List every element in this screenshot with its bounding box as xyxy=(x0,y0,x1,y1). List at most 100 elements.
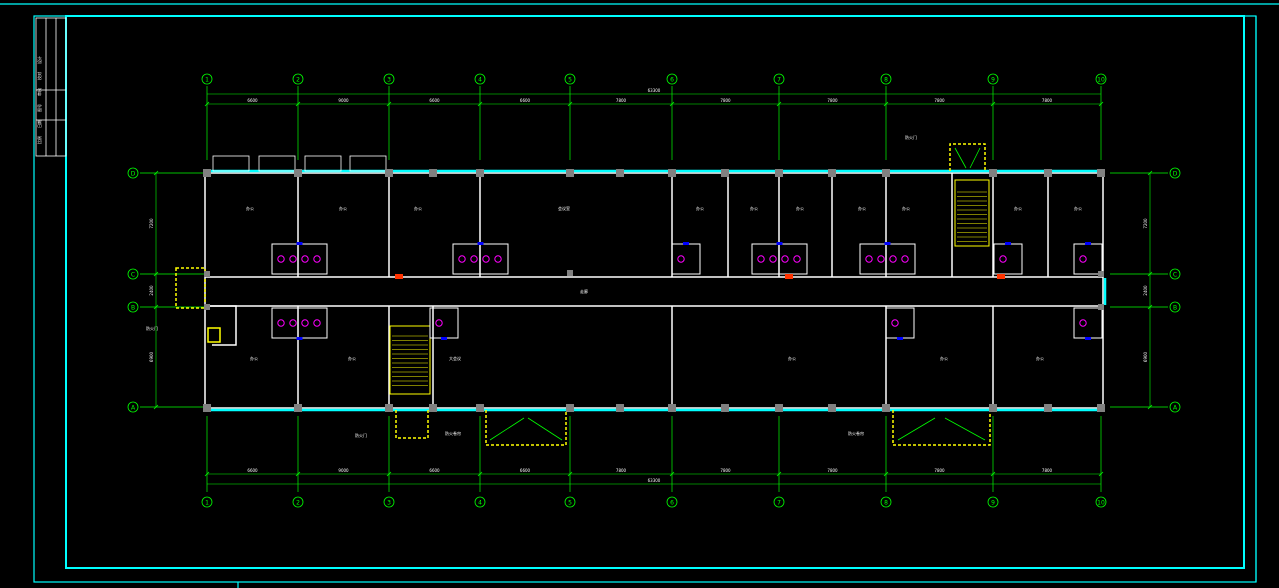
south-stair xyxy=(389,325,431,395)
column-0-14 xyxy=(1044,169,1052,177)
room-north-9: 办公 xyxy=(1014,205,1022,211)
bottom-dim-total: 63300 xyxy=(648,478,661,483)
fixture-1-2 xyxy=(482,255,490,263)
axis-bubble-right-C-label: C xyxy=(1173,272,1177,279)
axis-bubble-bottom-7-circle xyxy=(773,496,785,508)
south-entrance-stair xyxy=(395,410,429,439)
room-south-3: 办公 xyxy=(788,355,796,361)
title-block-text-5: 比例 xyxy=(36,136,42,144)
axis-bubble-top-8-circle xyxy=(880,73,892,85)
room-north-5: 办公 xyxy=(750,205,758,211)
axis-bubble-bottom-4-circle xyxy=(474,496,486,508)
door-swing-1 xyxy=(489,417,525,441)
axis-bubble-bottom-5-circle xyxy=(564,496,576,508)
fixture-4-0 xyxy=(865,255,873,263)
column-1-2 xyxy=(385,404,393,412)
bottom-dim-1: 9000 xyxy=(338,468,349,473)
pod-6 xyxy=(1073,243,1103,275)
annotation-stair-door: 防火门 xyxy=(355,432,367,438)
column-mid-0 xyxy=(204,271,210,277)
axis-bubble-top-10-label: 10 xyxy=(1097,77,1105,84)
top-dim-6: 7800 xyxy=(827,98,838,103)
door-swing-5 xyxy=(954,147,967,169)
south-entrance-2 xyxy=(892,410,991,446)
axis-bubble-left-B-label: B xyxy=(131,305,135,312)
stair-treads xyxy=(392,191,987,386)
column-1-6 xyxy=(775,404,783,412)
pod-5 xyxy=(993,243,1023,275)
room-north-4: 办公 xyxy=(696,205,704,211)
axis-bubble-top-6-label: 6 xyxy=(670,77,674,84)
pod-0 xyxy=(271,243,328,275)
axis-bubble-bottom-1-circle xyxy=(201,496,213,508)
pod-9 xyxy=(885,307,915,339)
room-north-7: 办公 xyxy=(858,205,866,211)
axis-bubble-bottom-5-label: 5 xyxy=(568,500,572,507)
pod-7 xyxy=(271,307,328,339)
fixture-3-0 xyxy=(757,255,765,263)
column-0-13 xyxy=(828,169,836,177)
title-block-box xyxy=(35,17,67,157)
axis-bubble-bottom-7-label: 7 xyxy=(777,500,781,507)
fixture-2-0 xyxy=(677,255,685,263)
marker-4 xyxy=(567,270,573,276)
south-entrance-1 xyxy=(485,410,567,446)
column-1-10 xyxy=(429,404,437,412)
pod-4 xyxy=(859,243,916,275)
bottom-dim-2: 6600 xyxy=(429,468,440,473)
stairs xyxy=(389,179,990,395)
column-1-3 xyxy=(476,404,484,412)
right-dim-1: 2400 xyxy=(1143,285,1148,296)
column-0-9 xyxy=(1097,169,1105,177)
axis-bubble-left-C-circle xyxy=(127,268,139,280)
top-dim-3: 6600 xyxy=(520,98,531,103)
axis-bubble-bottom-2-label: 2 xyxy=(296,500,300,507)
frame-inner xyxy=(65,15,1245,569)
bottom-dim-8: 7800 xyxy=(1042,468,1053,473)
column-1-4 xyxy=(566,404,574,412)
axis-bubble-top-4-circle xyxy=(474,73,486,85)
pod-marker-1 xyxy=(477,242,484,245)
bottom-dim-3: 6600 xyxy=(520,468,531,473)
column-1-13 xyxy=(828,404,836,412)
bottom-dim-6: 7800 xyxy=(827,468,838,473)
axis-bubble-right-C-circle xyxy=(1169,268,1181,280)
room-north-0: 办公 xyxy=(246,205,254,211)
fixture-7-2 xyxy=(301,319,309,327)
axis-bubble-top-10-circle xyxy=(1095,73,1107,85)
left-dim-1: 2400 xyxy=(149,285,154,296)
column-1-11 xyxy=(616,404,624,412)
column-1-5 xyxy=(668,404,676,412)
annotation-labels: 走廊 防火门 防火卷帘 防火卷帘 防火门 防火门 xyxy=(146,134,917,438)
left-dim-0: 7200 xyxy=(149,218,154,229)
column-1-8 xyxy=(989,404,997,412)
axis-bubble-right-D-circle xyxy=(1169,167,1181,179)
door-swing-2 xyxy=(527,417,563,441)
column-0-8 xyxy=(989,169,997,177)
column-0-1 xyxy=(294,169,302,177)
column-mid-3 xyxy=(1098,304,1104,310)
pod-2 xyxy=(671,243,701,275)
fixture-0-1 xyxy=(289,255,297,263)
pod-marker-9 xyxy=(897,337,903,340)
north-entrance xyxy=(949,143,986,171)
marker-1 xyxy=(395,274,403,279)
pod-marker-3 xyxy=(776,242,783,245)
axis-bubble-top-1-label: 1 xyxy=(205,77,209,84)
pod-marker-5 xyxy=(1005,242,1011,245)
bottom-dim-4: 7800 xyxy=(616,468,627,473)
axis-bubble-bottom-3-label: 3 xyxy=(387,500,391,507)
fixture-3-1 xyxy=(769,255,777,263)
room-north-2: 办公 xyxy=(414,205,422,211)
west-entrance xyxy=(175,267,206,309)
column-1-7 xyxy=(882,404,890,412)
column-1-0 xyxy=(203,404,211,412)
axis-bubble-left-B-circle xyxy=(127,301,139,313)
axis-bubble-top-1-circle xyxy=(201,73,213,85)
structural-columns xyxy=(203,169,1105,412)
pod-marker-10 xyxy=(1085,337,1091,340)
